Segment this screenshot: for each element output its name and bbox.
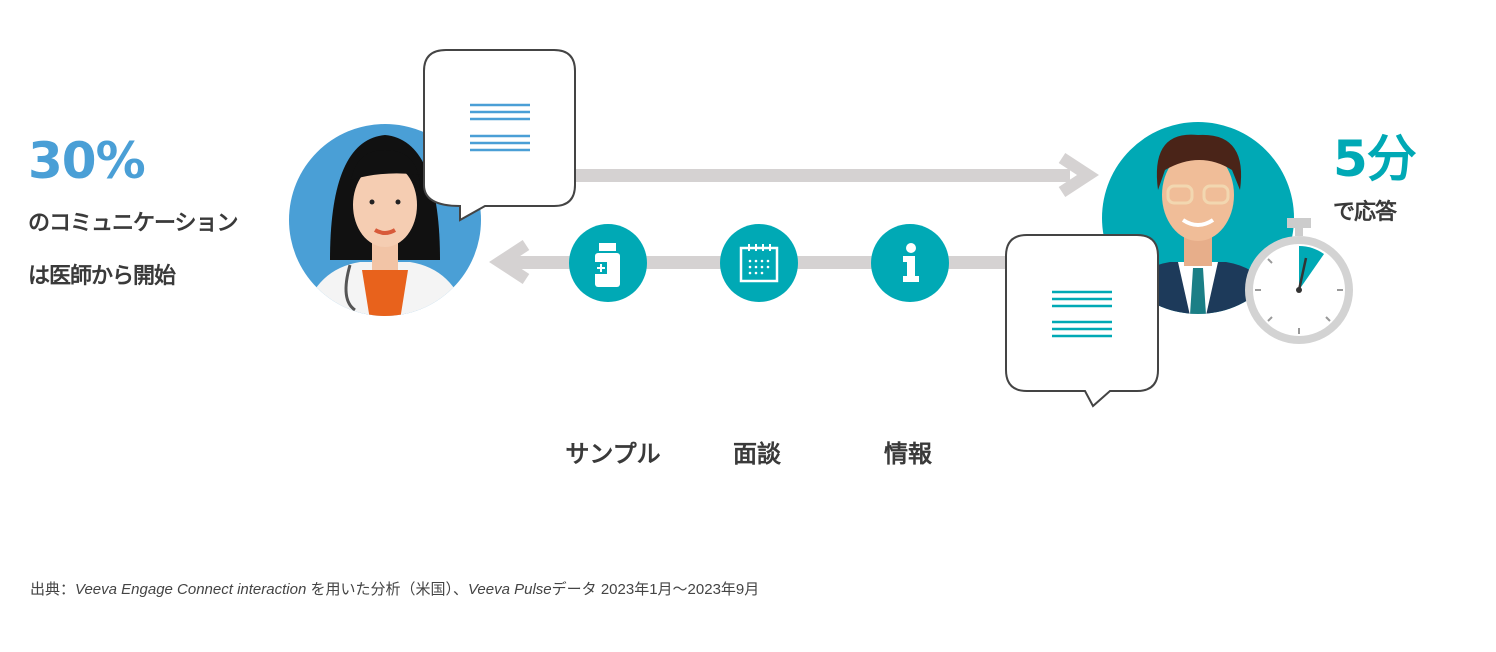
arrow-to-hcp — [570, 152, 1099, 198]
info-icon — [871, 224, 949, 302]
medicine-bottle-icon — [569, 224, 647, 302]
left-stat-line2: は医師から開始 — [28, 264, 176, 289]
doctor-speech-bubble — [423, 49, 576, 222]
channel-label-meeting: 面談 — [733, 440, 781, 468]
stopwatch-icon — [1245, 218, 1353, 344]
source-footnote: 出典：Veeva Engage Connect interaction を用いた… — [30, 578, 759, 599]
left-stat-value: 30% — [28, 132, 146, 190]
channel-label-info: 情報 — [884, 440, 932, 468]
calendar-icon — [720, 224, 798, 302]
footer-suffix: データ 2023年1月～2023年9月 — [551, 581, 760, 598]
left-stat-line1: のコミュニケーション — [28, 211, 239, 236]
footer-source2: Veeva Pulse — [467, 581, 552, 598]
channel-label-sample: サンプル — [565, 440, 661, 468]
footer-mid: を用いた分析（米国）、 — [310, 581, 468, 598]
right-stat-line1: で応答 — [1333, 200, 1397, 225]
footer-source1: Veeva Engage Connect interaction — [75, 581, 307, 598]
right-stat-value: 5分 — [1333, 130, 1417, 188]
hcp-speech-bubble — [1005, 234, 1159, 408]
doctor-avatar — [289, 124, 481, 316]
footer-prefix: 出典： — [30, 581, 76, 598]
